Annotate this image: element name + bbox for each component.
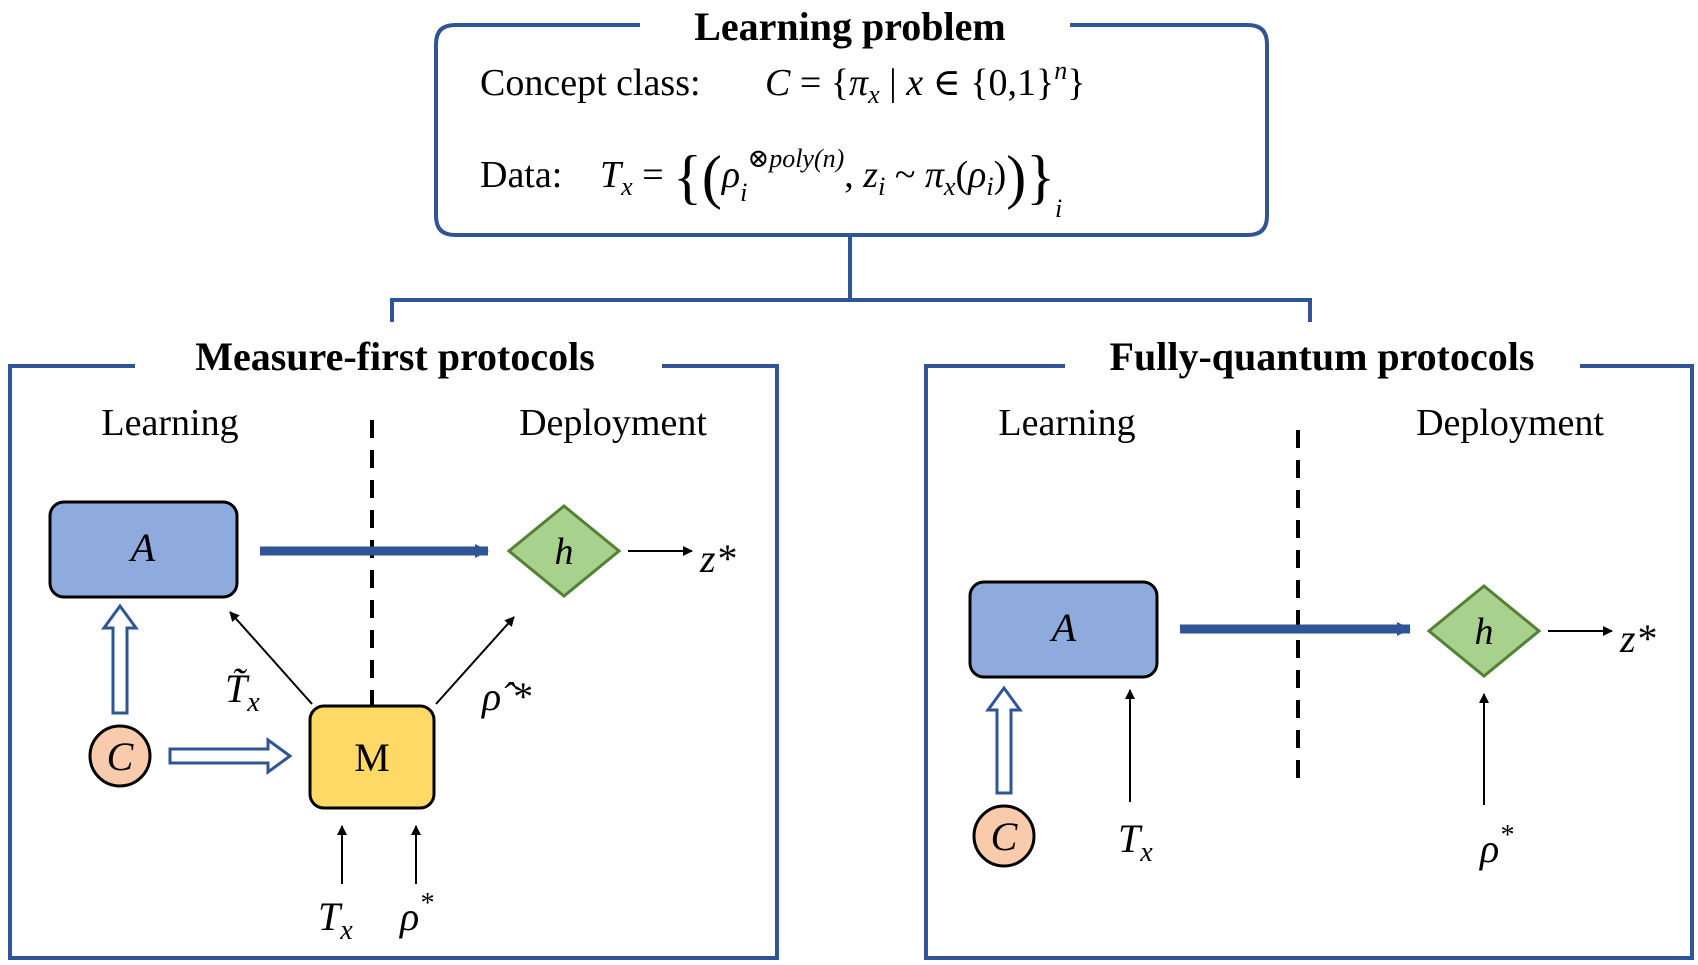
right-hypothesis-label: h bbox=[1475, 611, 1494, 653]
left-hypothesis-diamond bbox=[506, 504, 622, 598]
concept-class-math: C = {πx | x ∈ {0,1}n} bbox=[765, 56, 1085, 109]
measure-to-algo-arrow bbox=[229, 611, 313, 705]
right-output-label: z* bbox=[1619, 616, 1656, 661]
left-rho-label: ρ* bbox=[398, 888, 433, 939]
left-output-label: z* bbox=[699, 536, 736, 581]
data-math: Tx = {(ρi⊗poly(n), zi ~ πx(ρi))}i bbox=[600, 144, 1062, 223]
measure-label: M bbox=[354, 735, 390, 780]
left-deployment-label: Deployment bbox=[519, 402, 707, 444]
left-algorithm-label: A bbox=[128, 525, 156, 570]
learning-problem-title: Learning problem bbox=[694, 4, 1006, 49]
right-concept-to-algo-arrow bbox=[985, 685, 1023, 795]
concept-class-label: Concept class: bbox=[480, 62, 701, 104]
tilde-t-label: T̃x bbox=[225, 666, 260, 718]
fully-quantum-title: Fully-quantum protocols bbox=[1110, 334, 1535, 379]
left-concept-to-algo-arrow bbox=[101, 603, 139, 715]
right-concept-label: C bbox=[991, 814, 1019, 859]
left-learning-label: Learning bbox=[101, 402, 238, 444]
left-algorithm-box bbox=[48, 500, 239, 599]
left-concept-circle bbox=[88, 724, 152, 788]
left-concept-label: C bbox=[107, 734, 135, 779]
right-deployment-label: Deployment bbox=[1416, 402, 1604, 444]
right-concept-circle bbox=[972, 804, 1036, 868]
left-tx-label: Tx bbox=[318, 894, 353, 946]
measure-to-hyp-arrow bbox=[435, 616, 515, 705]
left-concept-to-measure-arrow bbox=[168, 737, 293, 775]
fully-quantum-panel: Fully-quantum protocols Learning Deploym… bbox=[924, 334, 1694, 960]
measure-first-panel: Measure-first protocols Learning Deploym… bbox=[8, 334, 779, 960]
right-tx-label: Tx bbox=[1118, 816, 1153, 868]
right-hypothesis-diamond bbox=[1426, 584, 1542, 678]
right-algorithm-label: A bbox=[1049, 605, 1077, 650]
connector-bracket bbox=[390, 235, 1312, 322]
right-learning-label: Learning bbox=[998, 402, 1135, 444]
learning-problem-box: Learning problem Concept class: C = {πx … bbox=[434, 4, 1269, 237]
right-rho-label: ρ* bbox=[1478, 820, 1513, 871]
rho-hat-label: ρ̂ * bbox=[480, 674, 531, 719]
left-hypothesis-label: h bbox=[555, 531, 574, 573]
tilde-t-main: T̃ bbox=[225, 666, 250, 711]
measure-first-title: Measure-first protocols bbox=[195, 334, 595, 379]
data-label: Data: bbox=[480, 154, 562, 196]
measure-box bbox=[308, 704, 436, 810]
right-algorithm-box bbox=[968, 580, 1159, 679]
